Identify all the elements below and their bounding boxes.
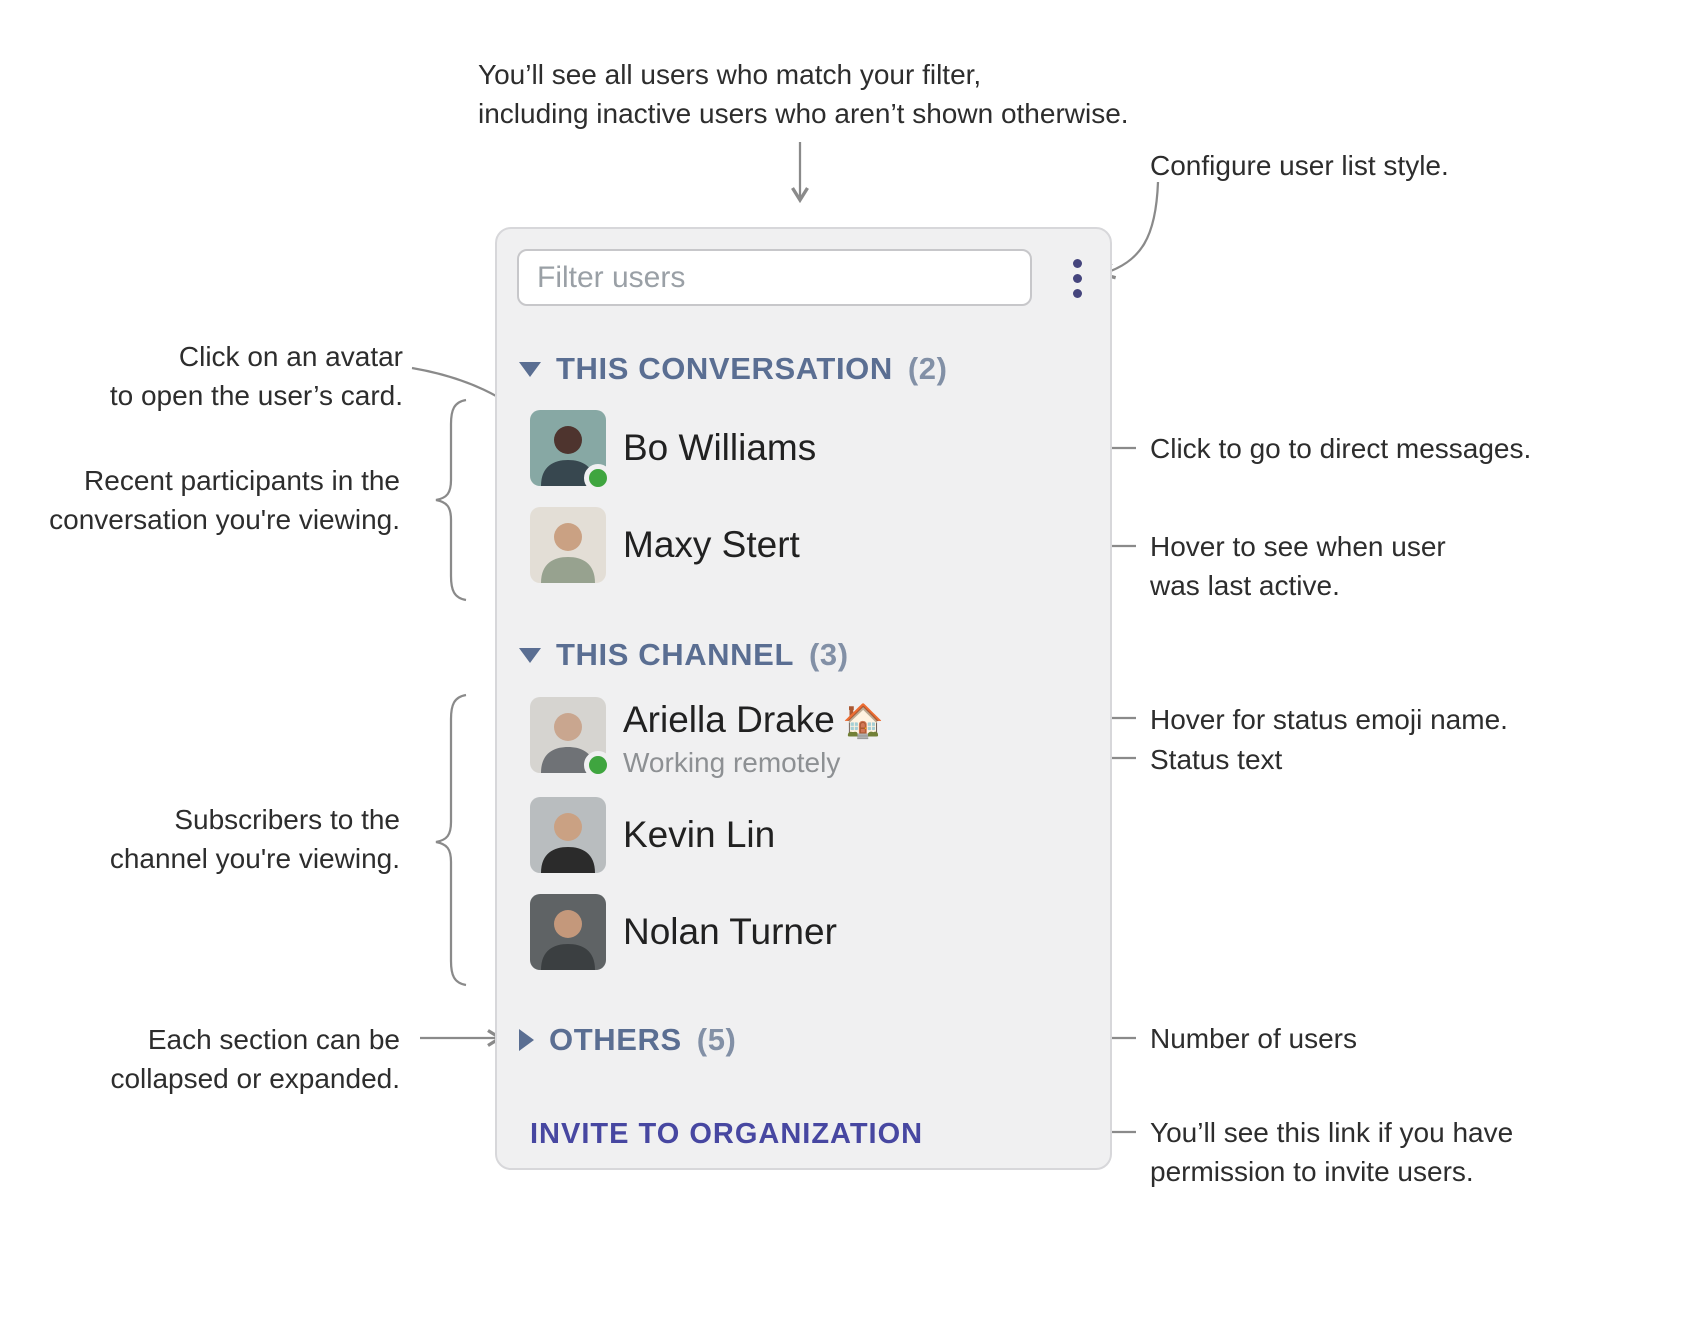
annotation-filter-note: You’ll see all users who match your filt… bbox=[478, 59, 1129, 129]
user-name[interactable]: Bo Williams bbox=[623, 427, 817, 468]
section-header-others[interactable]: OTHERS (5) bbox=[519, 1022, 736, 1058]
annotation-subscribers-note: Subscribers to the channel you're viewin… bbox=[109, 804, 400, 874]
invite-to-organization-link[interactable]: INVITE TO ORGANIZATION bbox=[530, 1118, 924, 1150]
annotation-last-active-note: Hover to see when user was last active. bbox=[1150, 531, 1446, 601]
expand-triangle-icon bbox=[519, 1029, 534, 1051]
annotation-invite-note: You’ll see this link if you have permiss… bbox=[1150, 1117, 1514, 1187]
section-label: THIS CHANNEL bbox=[556, 637, 794, 672]
status-emoji-house-icon[interactable]: 🏠 bbox=[842, 702, 884, 739]
user-row: Maxy Stert bbox=[530, 507, 800, 583]
section-count: (3) bbox=[808, 637, 849, 672]
presence-dot-icon bbox=[584, 751, 612, 779]
user-row: Kevin Lin bbox=[530, 797, 775, 873]
avatar[interactable] bbox=[530, 697, 612, 779]
annotation-count-note: Number of users bbox=[1150, 1023, 1357, 1054]
vertical-ellipsis-icon bbox=[1072, 258, 1082, 268]
avatar-image bbox=[530, 507, 606, 583]
section-label: THIS CONVERSATION bbox=[556, 351, 893, 386]
vertical-ellipsis-icon bbox=[1072, 273, 1082, 283]
annotation-avatar-note: Click on an avatar to open the user’s ca… bbox=[109, 341, 403, 411]
avatar-image bbox=[530, 797, 606, 873]
annotation-participants-note: Recent participants in the conversation … bbox=[49, 465, 400, 535]
user-status-text: Working remotely bbox=[623, 747, 841, 778]
section-header-this-channel[interactable]: THIS CHANNEL (3) bbox=[519, 637, 849, 673]
section-count: (5) bbox=[696, 1022, 737, 1057]
section-label: OTHERS bbox=[549, 1022, 682, 1057]
avatar[interactable] bbox=[530, 410, 612, 492]
annotation-configure-note: Configure user list style. bbox=[1150, 150, 1449, 181]
vertical-ellipsis-icon bbox=[1072, 288, 1082, 298]
user-name[interactable]: Nolan Turner bbox=[623, 911, 837, 952]
section-count: (2) bbox=[907, 351, 948, 386]
user-list-panel: THIS CONVERSATION (2) Bo Williams Maxy S… bbox=[495, 227, 1112, 1170]
user-name[interactable]: Ariella Drake🏠 bbox=[623, 697, 884, 744]
annotation-collapse-note: Each section can be collapsed or expande… bbox=[110, 1024, 400, 1094]
user-row: Nolan Turner bbox=[530, 894, 837, 970]
avatar-image bbox=[530, 894, 606, 970]
filter-users-input[interactable] bbox=[517, 249, 1032, 306]
user-name[interactable]: Kevin Lin bbox=[623, 814, 776, 855]
user-list-menu-button[interactable] bbox=[1057, 255, 1097, 301]
user-name-text: Ariella Drake bbox=[623, 699, 835, 740]
user-row: Bo Williams bbox=[530, 410, 817, 492]
user-row: Ariella Drake🏠 Working remotely bbox=[530, 697, 884, 781]
collapse-triangle-icon bbox=[519, 361, 541, 377]
avatar[interactable] bbox=[530, 894, 606, 970]
annotation-dm-note: Click to go to direct messages. bbox=[1150, 433, 1532, 464]
annotation-emoji-note: Hover for status emoji name. bbox=[1150, 704, 1508, 735]
user-name-block: Ariella Drake🏠 Working remotely bbox=[623, 697, 884, 781]
section-header-this-conversation[interactable]: THIS CONVERSATION (2) bbox=[519, 351, 948, 387]
avatar[interactable] bbox=[530, 507, 606, 583]
presence-dot-icon bbox=[584, 464, 612, 492]
avatar[interactable] bbox=[530, 797, 606, 873]
user-name[interactable]: Maxy Stert bbox=[623, 524, 800, 565]
annotation-status-note: Status text bbox=[1150, 744, 1283, 775]
collapse-triangle-icon bbox=[519, 647, 541, 663]
